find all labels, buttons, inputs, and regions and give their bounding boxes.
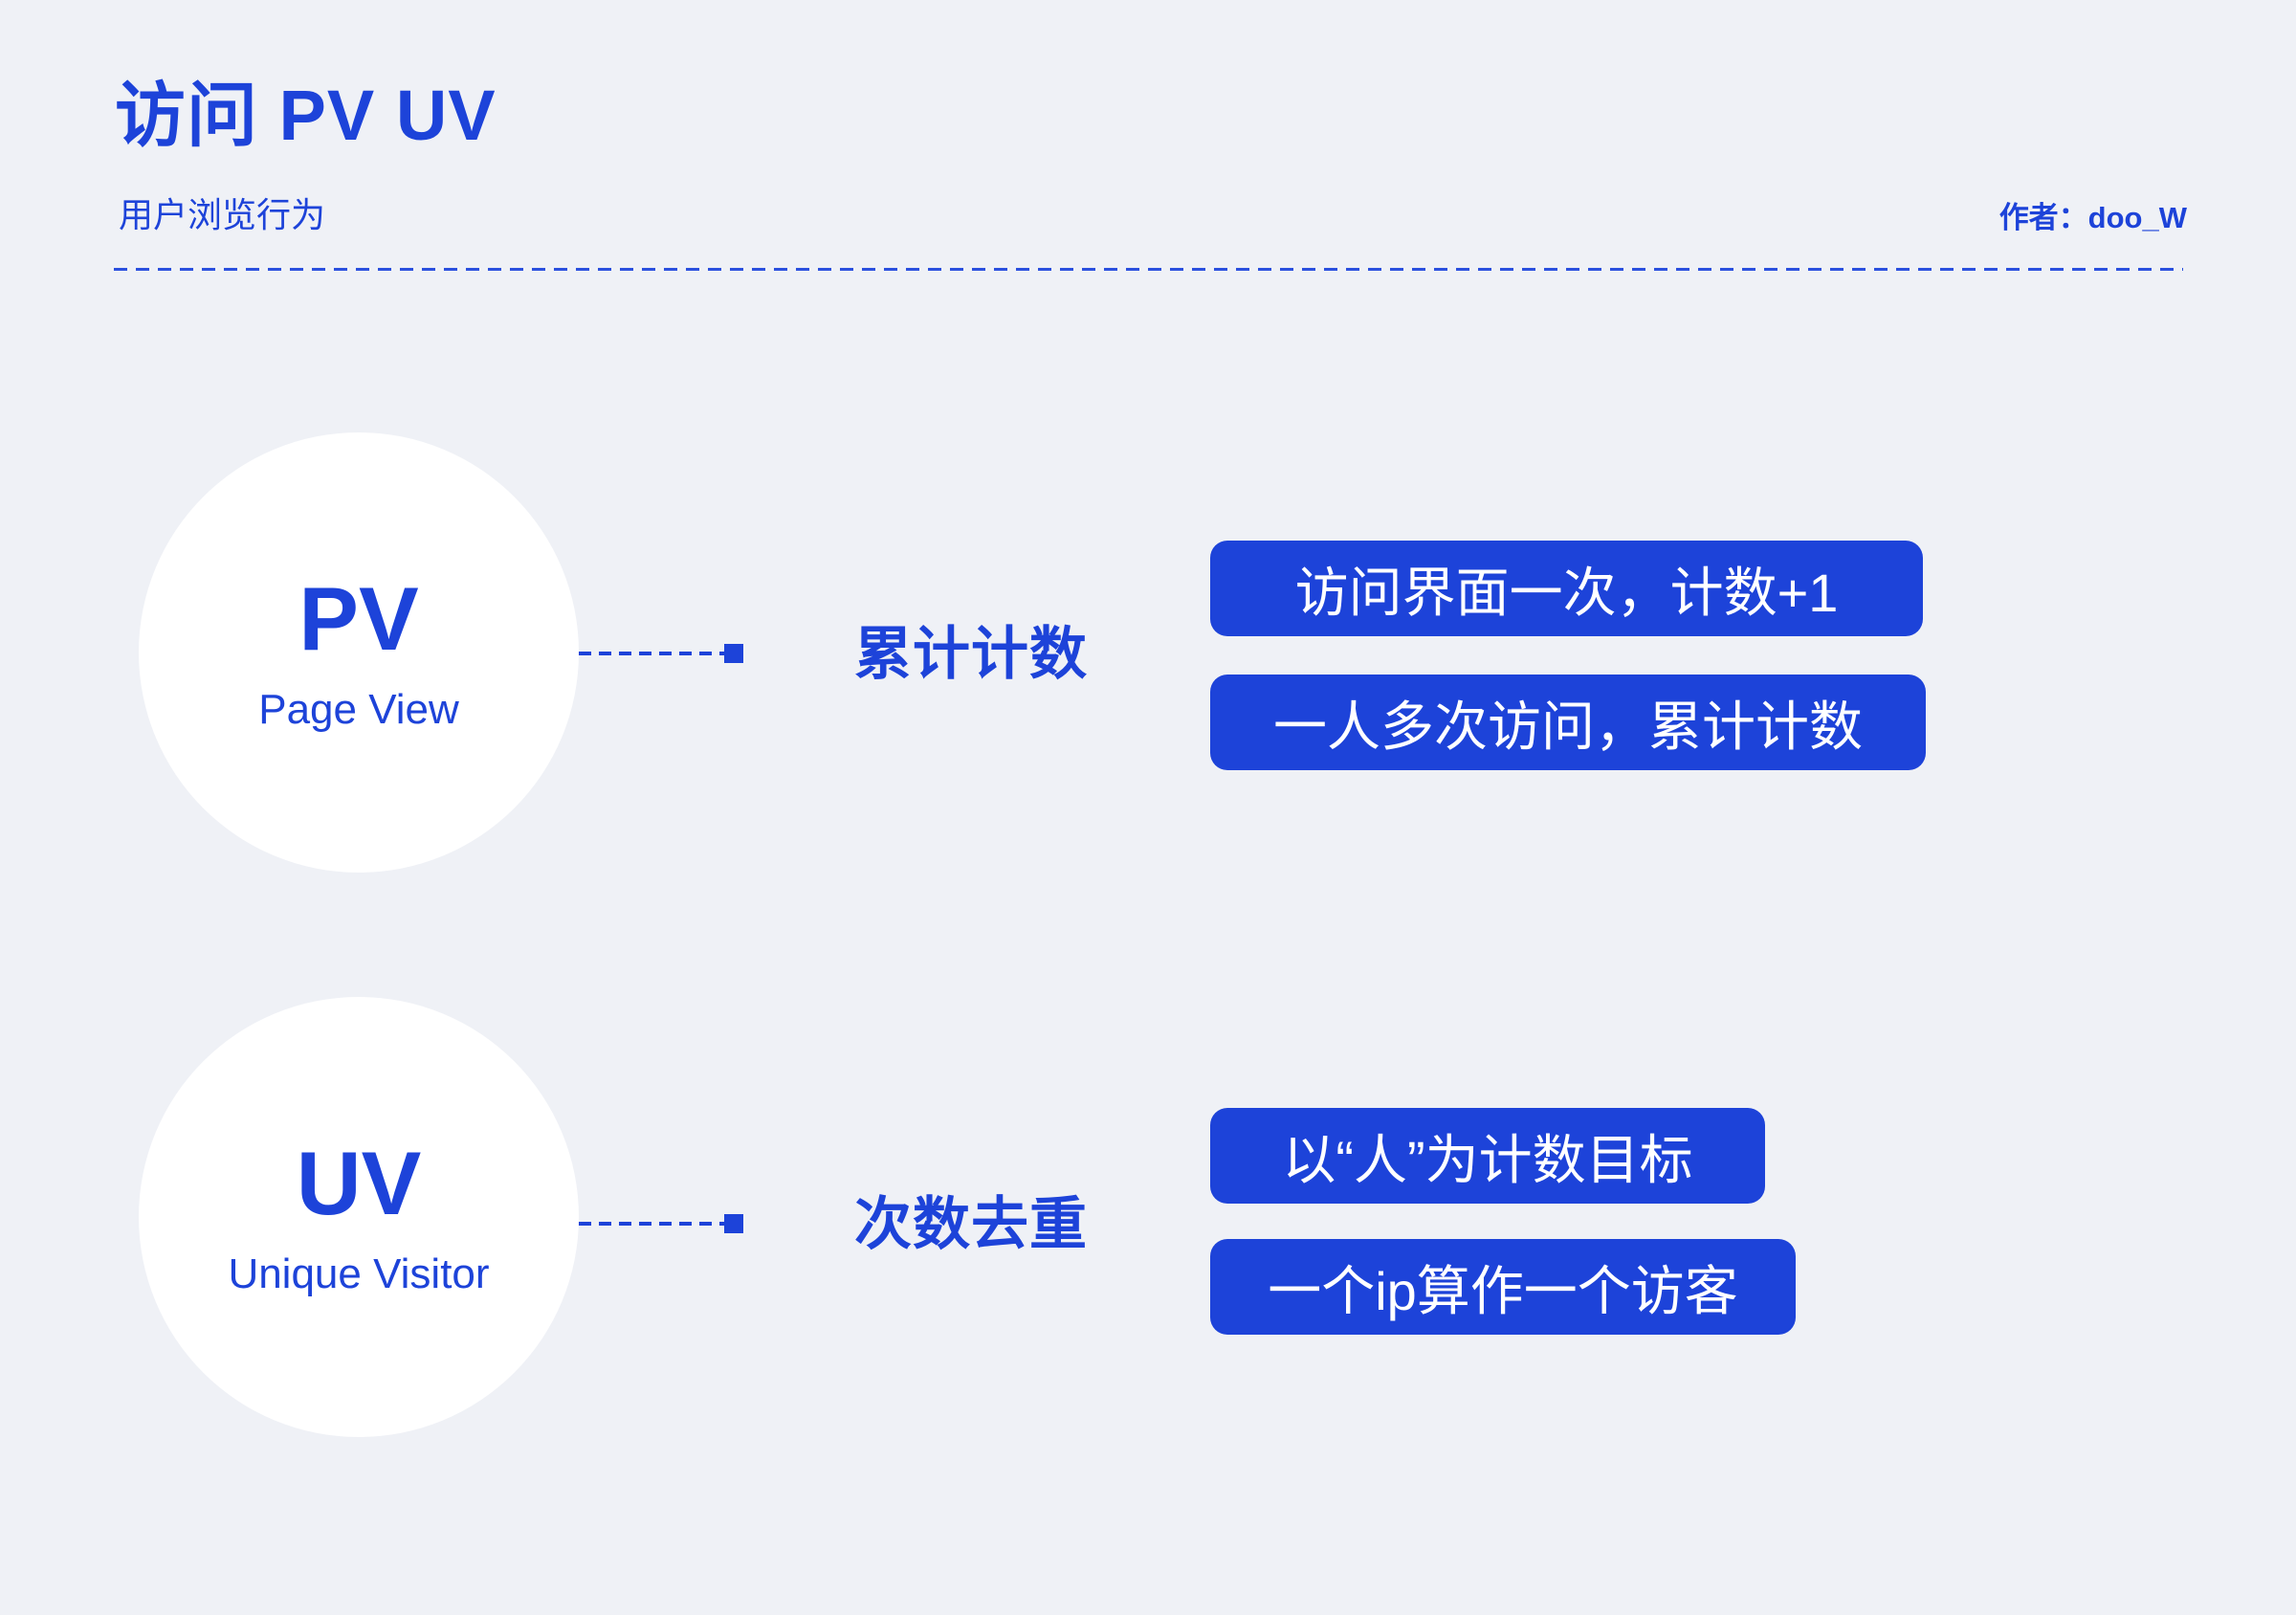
uv-points-group: 以“人”为计数目标 一个ip算作一个访客 [1210,1108,1796,1335]
author-credit: 作者：doo_W [1998,201,2187,234]
pv-full-name: Page View [258,686,459,733]
uv-abbreviation: UV [296,1133,422,1233]
pv-abbreviation: PV [298,568,419,669]
pv-connector-endpoint-square [724,644,743,663]
pv-circle: PV Page View [139,432,579,873]
uv-circle: UV Unique Visitor [139,997,579,1437]
info-pill-pv-1: 访问界面一次，计数+1 [1210,541,1923,636]
uv-connector-line [579,1222,724,1226]
pv-category-label: 累计计数 [854,622,1088,686]
info-pill-uv-2: 一个ip算作一个访客 [1210,1239,1796,1335]
uv-category-label: 次数去重 [854,1192,1088,1256]
header-dashed-divider [114,268,2183,271]
uv-connector-endpoint-square [724,1214,743,1233]
page-title: 访问 PV UV [115,76,497,155]
page-subtitle: 用户浏览行为 [119,195,326,234]
info-pill-pv-2: 一人多次访问，累计计数 [1210,675,1926,770]
uv-full-name: Unique Visitor [228,1250,490,1297]
pv-points-group: 访问界面一次，计数+1 一人多次访问，累计计数 [1210,541,1926,770]
pv-connector-line [579,652,724,655]
info-pill-uv-1: 以“人”为计数目标 [1210,1108,1765,1204]
